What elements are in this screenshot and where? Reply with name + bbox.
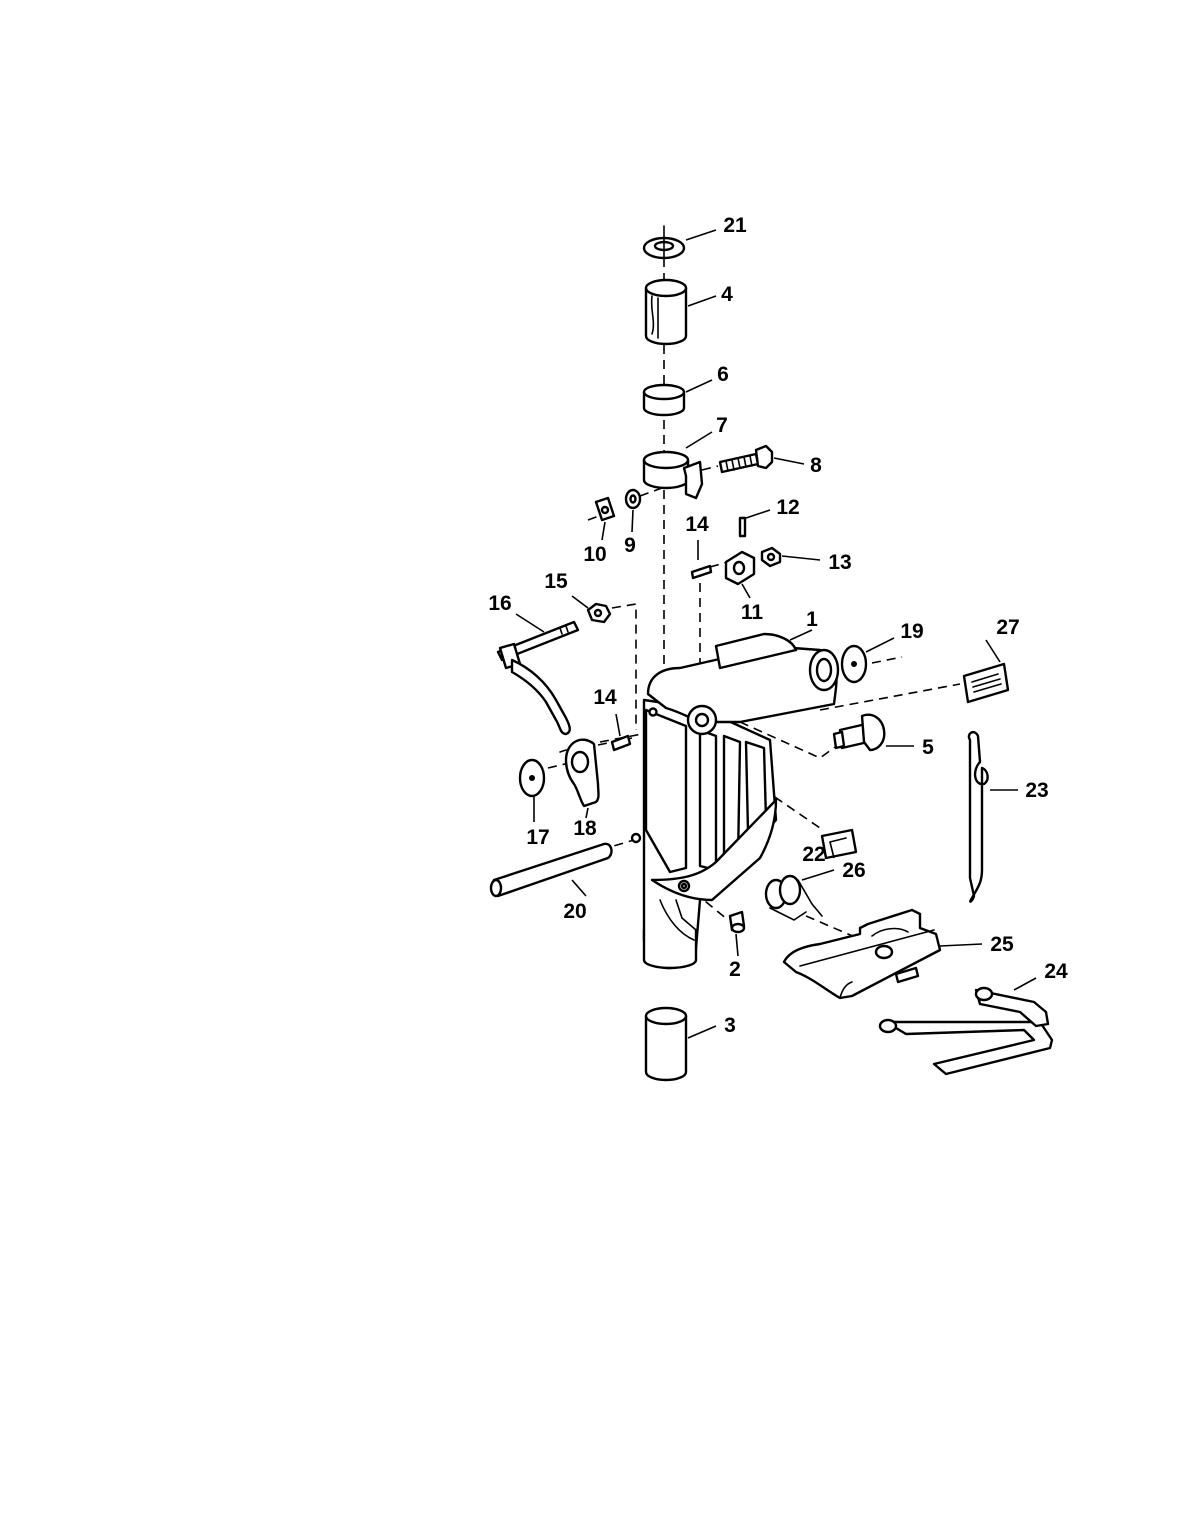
callout-9: 9	[624, 534, 636, 557]
part-19-washer	[840, 644, 868, 684]
callout-17: 17	[526, 826, 549, 849]
part-21-washer	[642, 225, 686, 260]
callout-21: 21	[723, 214, 747, 237]
callout-12: 12	[776, 496, 799, 519]
part-4-upper-bushing	[644, 278, 688, 346]
callout-26: 26	[842, 859, 865, 882]
callout-14-lower: 14	[593, 686, 617, 709]
part-10-square-nut	[594, 496, 616, 522]
callout-7: 7	[716, 414, 728, 437]
callouts: 1 2 3 4 5 6 7 8 9 10 11 12 13 14 14 15 1…	[488, 214, 1068, 1037]
callout-22: 22	[802, 843, 825, 866]
callout-6: 6	[717, 363, 729, 386]
part-13-nut	[760, 546, 782, 568]
callout-8: 8	[810, 454, 822, 477]
part-18-tilt-cam	[559, 738, 600, 808]
part-20-tilt-tube	[489, 842, 613, 898]
callout-25: 25	[990, 933, 1014, 956]
part-27-decal	[962, 662, 1010, 704]
part-12-pin	[738, 516, 747, 538]
part-25-clamp-plate	[782, 908, 942, 1000]
part-1-swivel-bracket	[630, 632, 840, 970]
leader-lines	[515, 229, 1037, 1039]
part-17-washer	[518, 758, 546, 798]
callout-18: 18	[573, 817, 597, 840]
callout-1: 1	[806, 608, 818, 631]
part-9-washer	[624, 488, 642, 510]
part-3-lower-bushing	[644, 1006, 688, 1082]
callout-16: 16	[488, 592, 511, 615]
part-14-pin-lower	[610, 734, 632, 752]
part-7-clamp	[642, 450, 704, 500]
callout-20: 20	[563, 900, 586, 923]
part-8-bolt	[718, 444, 805, 474]
part-22-label	[820, 828, 858, 860]
callout-2: 2	[729, 958, 741, 981]
part-11-block	[724, 550, 756, 586]
callout-5: 5	[922, 736, 934, 759]
part-5-screw	[832, 713, 886, 752]
callout-15: 15	[544, 570, 568, 593]
callout-27: 27	[996, 616, 1019, 639]
callout-10: 10	[583, 543, 606, 566]
callout-11: 11	[741, 601, 764, 624]
part-24-handle	[878, 986, 1054, 1076]
part-23-spring-pin	[967, 730, 989, 903]
callout-13: 13	[828, 551, 851, 574]
callout-24: 24	[1044, 960, 1068, 983]
part-2-grease-fitting	[728, 910, 746, 934]
part-15-nut	[586, 602, 612, 624]
callout-19: 19	[900, 620, 923, 643]
part-16-lever-rod	[496, 620, 580, 736]
callout-14-upper: 14	[685, 513, 709, 536]
part-26-spring	[764, 874, 823, 921]
part-14-pin-upper	[690, 564, 713, 580]
callout-4: 4	[721, 283, 733, 306]
part-6-sleeve	[642, 383, 686, 417]
callout-3: 3	[724, 1014, 736, 1037]
callout-23: 23	[1025, 779, 1048, 802]
